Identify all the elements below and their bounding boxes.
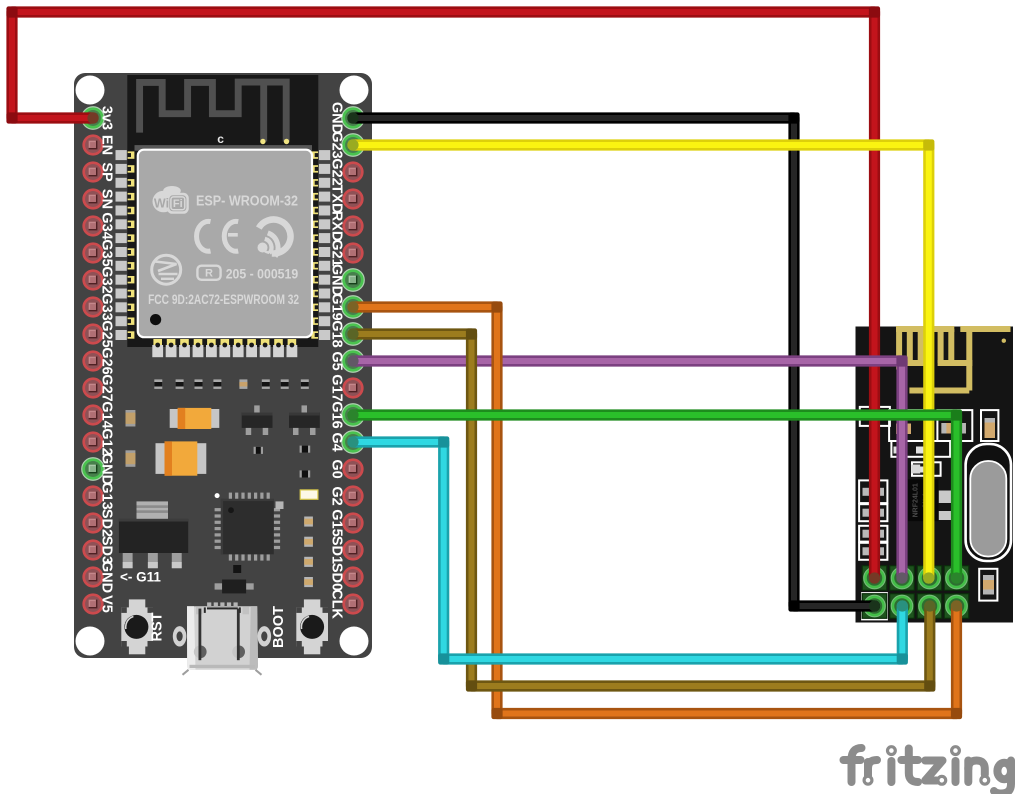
svg-text:RXD: RXD [329,211,345,242]
svg-text:G21: G21 [329,239,345,266]
svg-text:205 - 000519: 205 - 000519 [226,267,299,282]
svg-text:3v3: 3v3 [99,106,115,130]
svg-text:BOOT: BOOT [271,606,287,648]
svg-text:G22: G22 [329,158,345,185]
svg-text:G35: G35 [99,239,115,266]
svg-text:G5: G5 [329,351,345,370]
svg-text:G25: G25 [99,320,115,347]
svg-text:G0: G0 [329,459,345,478]
svg-text:G13: G13 [99,482,115,509]
svg-text:G26: G26 [99,347,115,374]
svg-text:G23: G23 [329,131,345,158]
svg-text:NRF24L01: NRF24L01 [913,483,920,517]
svg-text:SD2: SD2 [99,509,115,537]
svg-text:G12: G12 [99,428,115,455]
svg-text:G15: G15 [329,509,345,536]
svg-text:<- G11: <- G11 [120,570,161,585]
svg-text:GND: GND [329,102,345,134]
svg-text:RST: RST [150,612,166,641]
svg-text:G27: G27 [99,374,115,401]
svg-text:G17: G17 [329,374,345,401]
svg-text:R: R [205,267,213,279]
svg-text:Fi: Fi [173,198,183,210]
svg-text:SD0: SD0 [329,563,345,591]
svg-text:SD1: SD1 [329,536,345,564]
svg-text:FCC 9D:2AC72-ESPWROOM 32: FCC 9D:2AC72-ESPWROOM 32 [148,292,299,307]
svg-text:SP: SP [99,162,115,182]
svg-text:SD3: SD3 [99,536,115,564]
svg-text:G14: G14 [99,401,115,428]
svg-text:G18: G18 [329,320,345,347]
svg-text:GND: GND [99,561,115,593]
svg-text:Wi: Wi [154,197,169,211]
svg-text:EN: EN [99,135,115,155]
svg-text:G34: G34 [99,212,115,239]
svg-text:G16: G16 [329,401,345,428]
svg-text:G32: G32 [99,266,115,293]
svg-text:SN: SN [99,189,115,209]
svg-text:ESP- WROOM-32: ESP- WROOM-32 [196,194,298,210]
svg-text:G2: G2 [329,486,345,505]
svg-text:CLK: CLK [329,589,345,619]
svg-text:TXD: TXD [329,185,345,214]
svg-text:G4: G4 [329,432,345,451]
svg-text:GND: GND [329,264,345,296]
svg-text:G33: G33 [99,293,115,320]
svg-text:G19: G19 [329,293,345,320]
svg-text:c: c [217,132,224,146]
svg-text:V5: V5 [99,595,115,613]
svg-text:GND: GND [99,453,115,485]
